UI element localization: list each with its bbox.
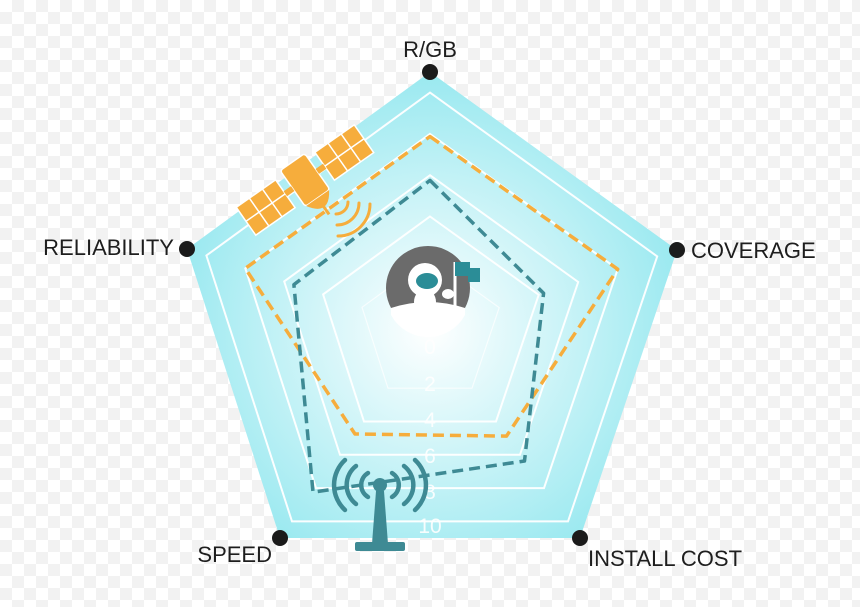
axis-labels: R/GB COVERAGE INSTALL COST SPEED RELIABILITY: [43, 37, 816, 571]
tick-label: 0: [424, 336, 436, 359]
signal-waves-icon: [334, 200, 372, 238]
tick-label: 6: [424, 445, 436, 468]
grid-ring: [321, 215, 540, 423]
axis-endpoints: [179, 64, 685, 546]
series-2-line: [292, 178, 546, 494]
tick-label: 8: [424, 481, 436, 504]
tick-labels: 0 2 4 6 8 10: [418, 336, 441, 538]
radio-tower-icon: [331, 457, 429, 551]
axis-endpoint-dot: [669, 242, 685, 258]
axis-endpoint-dot: [422, 64, 438, 80]
axis-label: RELIABILITY: [43, 235, 174, 260]
series-lines: [243, 134, 620, 494]
grid-ring: [205, 91, 659, 523]
axis-label: INSTALL COST: [588, 546, 742, 571]
axis-endpoint-dot: [179, 241, 195, 257]
tick-label: 2: [424, 373, 436, 396]
axis-label: R/GB: [403, 37, 457, 62]
tick-label: 4: [424, 409, 436, 432]
series-1-line: [243, 134, 620, 438]
satellite-icon: [235, 123, 375, 237]
axis-label: SPEED: [197, 542, 272, 567]
grid-ring: [283, 173, 580, 456]
astronaut-flag-icon: [386, 246, 480, 338]
axis-label: COVERAGE: [691, 238, 816, 263]
grid-ring: [361, 257, 500, 389]
axis-endpoint-dot: [272, 530, 288, 546]
axis-endpoint-dot: [572, 530, 588, 546]
tick-label: 10: [418, 515, 441, 538]
